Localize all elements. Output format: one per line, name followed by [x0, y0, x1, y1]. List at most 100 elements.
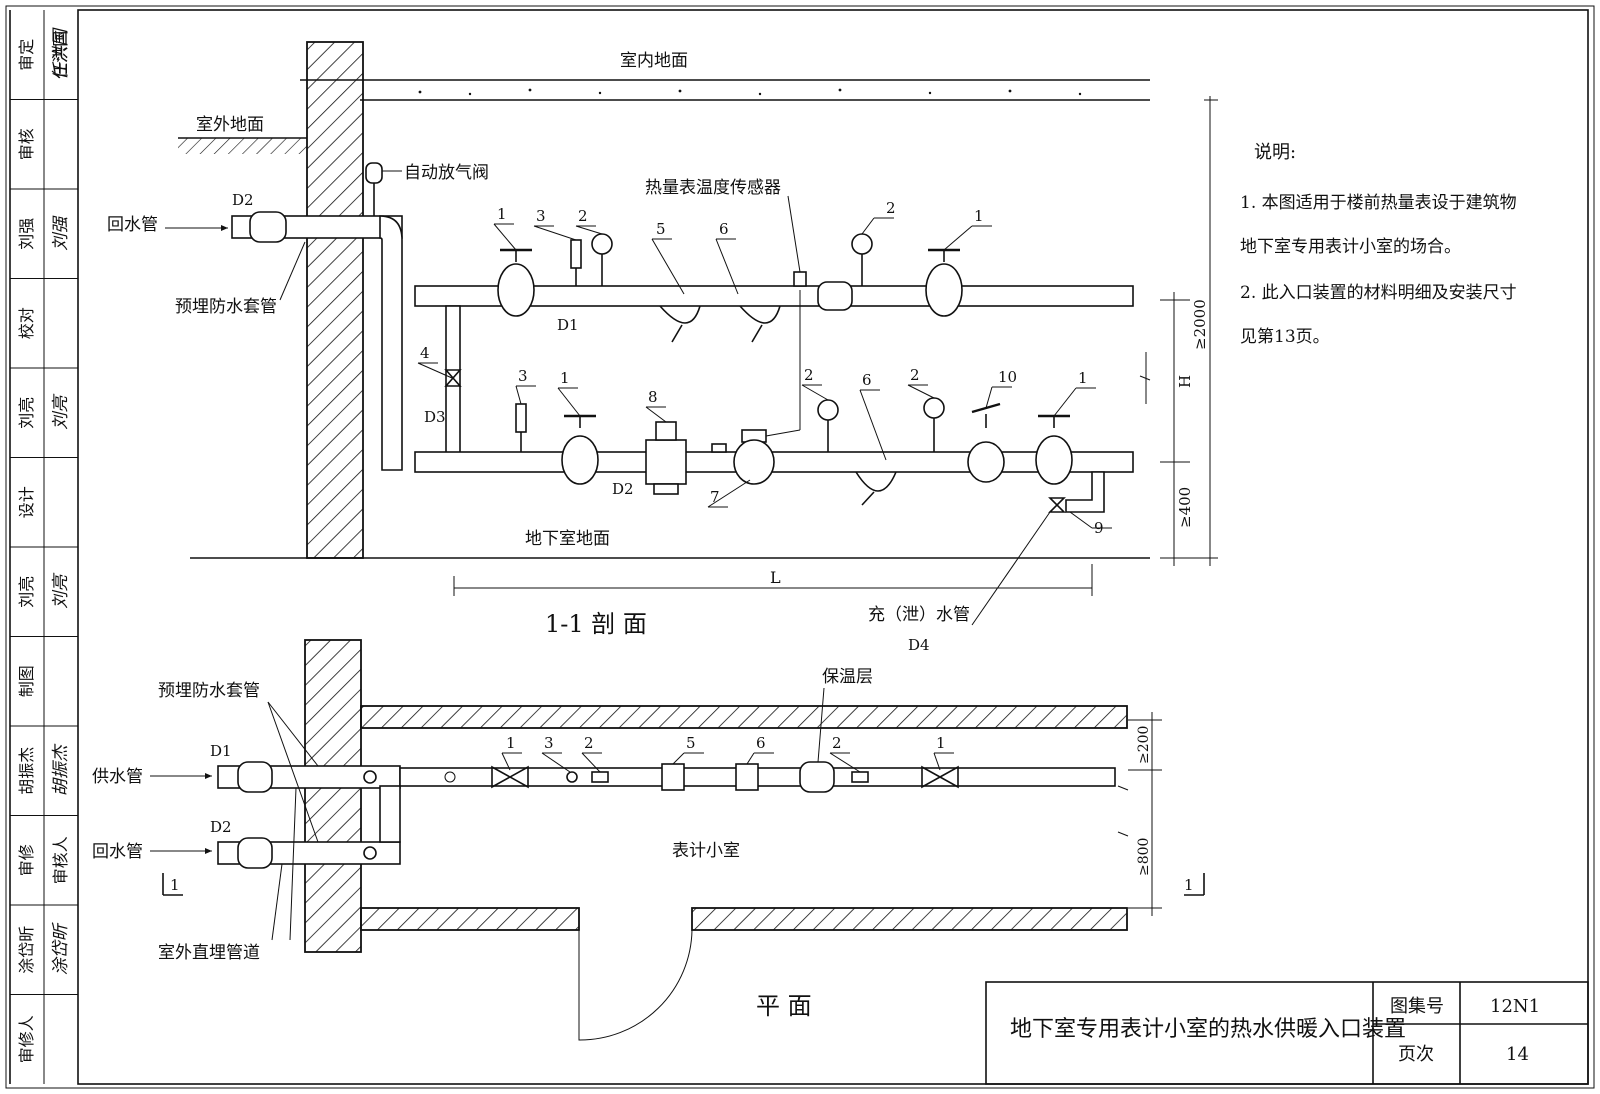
part-number: 9 — [1094, 519, 1104, 537]
title-block: 地下室专用表计小室的热水供暖入口装置 图集号 12N1 页次 14 — [985, 981, 1589, 1085]
atlas-label: 图集号 — [1390, 996, 1444, 1017]
strainer-5 — [659, 305, 701, 324]
slab-texture — [418, 88, 1082, 96]
plan-sleeve-label: 预埋防水套管 — [158, 681, 260, 701]
strip-label: 制图 — [17, 665, 36, 697]
part-number: 3 — [518, 367, 528, 385]
leader-line — [581, 752, 601, 773]
sensor-label: 热量表温度传感器 — [645, 178, 781, 198]
leader-line — [515, 385, 522, 405]
door-swing — [578, 929, 693, 1041]
plan-insulation-label: 保温层 — [822, 667, 873, 687]
page-value: 14 — [1506, 1044, 1529, 1065]
leader-line — [645, 406, 667, 423]
leader-line — [907, 384, 935, 399]
signature: 刘亮 — [51, 393, 71, 430]
signature-strip: 审定任洪国任洪国审核刘强刘强校对刘亮刘亮设计刘亮刘亮制图胡振杰胡振杰审修审核人涂… — [9, 10, 78, 1084]
valve-upper-1 — [497, 248, 535, 317]
note-line-2: 地下室专用表计小室的场合。 — [1240, 237, 1461, 257]
leader-line — [715, 238, 739, 295]
exterior-wall — [306, 41, 364, 559]
leader-line — [651, 238, 685, 295]
plan-return-label: 回水管 — [92, 842, 143, 862]
leader-line — [575, 225, 603, 235]
dim-l: L — [770, 568, 781, 587]
strip-label: 审定 — [17, 39, 36, 71]
part-number: 2 — [910, 366, 920, 384]
valve-upper-2 — [925, 248, 963, 317]
atlas-value: 12N1 — [1490, 996, 1540, 1017]
leader-line — [1069, 511, 1093, 529]
heat-meter-7 — [733, 429, 801, 485]
sleeve-label: 预埋防水套管 — [175, 297, 277, 317]
dim-h: H — [1176, 375, 1194, 388]
section-title: 1-1 剖 面 — [545, 610, 647, 638]
part-number: 1 — [497, 205, 507, 223]
part-number: 2 — [804, 366, 814, 384]
notes: 说明: 1. 本图适用于楼前热量表设于建筑物 地下室专用表计小室的场合。 2. … — [1240, 142, 1517, 347]
part-number: 3 — [544, 734, 554, 752]
leader-line — [861, 217, 875, 235]
d1-label: D1 — [557, 316, 579, 334]
d3-label: D3 — [424, 408, 446, 426]
signature: 任洪国 — [51, 27, 71, 80]
part-number: 2 — [886, 199, 896, 217]
valve-lower-1 — [561, 414, 599, 485]
plan-buried-label: 室外直埋管道 — [158, 943, 260, 963]
part-number: 10 — [998, 368, 1017, 386]
strip-label: 刘亮 — [17, 397, 36, 429]
strainer-6 — [739, 305, 781, 324]
plan-wall-top — [360, 705, 1128, 729]
leader-line — [707, 479, 751, 508]
leader-line — [533, 225, 577, 241]
dim-200: ≥200 — [1136, 726, 1152, 764]
strip-label: 审修 — [17, 844, 36, 876]
part-number: 1 — [974, 207, 984, 225]
strip-label: 设计 — [17, 486, 36, 518]
strip-name: 任洪国 — [51, 31, 70, 79]
cut-left: 1 — [170, 876, 180, 894]
leader-line — [493, 223, 517, 251]
dim-800: ≥800 — [1136, 838, 1152, 876]
strip-label: 审核 — [17, 128, 36, 160]
drain-pipe-label: 充（泄）水管 — [868, 605, 970, 625]
plan-wall-bottom-right — [691, 907, 1128, 931]
leader-line — [672, 752, 685, 765]
leader-line — [985, 386, 993, 409]
leader-line — [829, 752, 861, 773]
cut-right: 1 — [1184, 876, 1194, 894]
note-line-4: 见第13页。 — [1240, 327, 1330, 347]
strip-label: 审修人 — [17, 1015, 36, 1063]
basement-floor-label: 地下室地面 — [525, 529, 610, 549]
part-number: 8 — [648, 388, 658, 406]
part-number: 5 — [686, 734, 696, 752]
part-number: 2 — [584, 734, 594, 752]
part-number: 1 — [936, 734, 946, 752]
plan-d1-label: D1 — [210, 742, 232, 760]
strip-label: 涂岱昕 — [17, 926, 36, 974]
part-number: 2 — [832, 734, 842, 752]
pressure-regulator-8 — [645, 421, 687, 495]
strip-name: 审核人 — [51, 836, 70, 884]
plan-d2-label: D2 — [210, 818, 232, 836]
outer-frame — [5, 5, 1595, 1089]
d4-label: D4 — [908, 636, 930, 654]
plan-wall-bottom-left — [360, 907, 580, 931]
note-line-3: 2. 此入口装置的材料明细及安装尺寸 — [1240, 283, 1517, 303]
leader-line — [859, 389, 887, 461]
leader-line — [541, 752, 571, 773]
air-vent-label: 自动放气阀 — [404, 163, 489, 183]
plan-supply-label: 供水管 — [92, 767, 143, 787]
section-view: 室内地面 室外地面 地下室地面 回水管 D2 预埋防水套管 自动放气阀 D1 D… — [107, 41, 1218, 654]
part-number: 4 — [420, 344, 430, 362]
part-number: 6 — [862, 371, 872, 389]
signature: 涂岱昕 — [51, 921, 71, 975]
drawing-title: 地下室专用表计小室的热水供暖入口装置 — [1010, 1017, 1406, 1042]
part-number: 3 — [536, 207, 546, 225]
dim-2000: ≥2000 — [1191, 299, 1209, 350]
part-number: 5 — [656, 220, 666, 238]
strip-label: 刘强 — [17, 218, 36, 250]
